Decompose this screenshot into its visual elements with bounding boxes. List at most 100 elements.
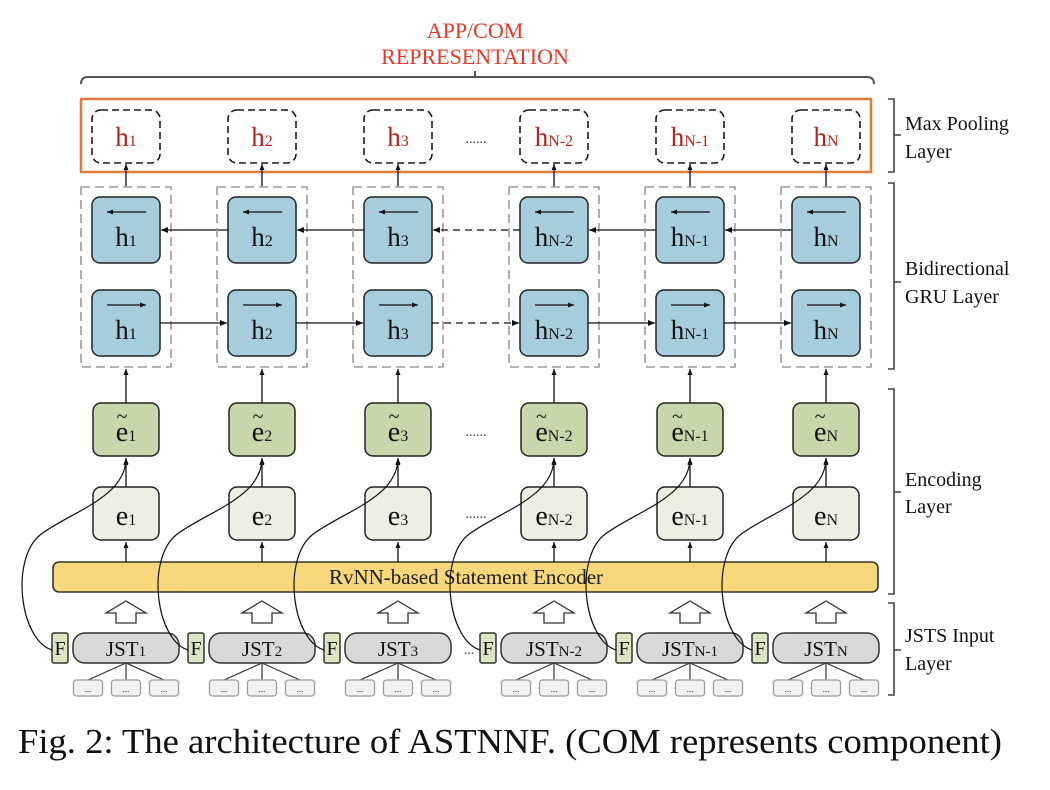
statement-encoding-box [228, 486, 296, 541]
subtree-node-box [208, 679, 240, 697]
forward-hidden-label: h3 [387, 315, 409, 345]
subtree-edge [651, 662, 691, 681]
statement-encoding-box [364, 486, 432, 541]
input-ellipsis: ... [464, 643, 475, 658]
subtree-node-box [576, 679, 608, 697]
subtree-node-box [382, 679, 414, 697]
subtree-edge [223, 662, 263, 681]
subtree-node-label: ... [589, 684, 596, 694]
fused-encoding-label: e1 [116, 417, 136, 448]
backward-hidden-label: h1 [115, 222, 137, 252]
feature-skip-curve [585, 458, 693, 651]
subtree-node-box [420, 679, 452, 697]
feature-box [751, 632, 769, 664]
layer-label-bigru-line2: GRU Layer [905, 286, 999, 308]
fused-encoding-label: e2 [252, 417, 272, 448]
tilde-mark-icon: ~ [536, 406, 547, 428]
subtree-node-box [538, 679, 570, 697]
pooled-state-label: h2 [251, 122, 273, 152]
subtree-edge [125, 662, 165, 681]
feature-skip-curve [157, 458, 265, 651]
subtree-node-label: ... [551, 684, 558, 694]
input-up-arrow-icon [803, 600, 849, 624]
statement-encoding-label: e2 [252, 501, 272, 532]
feature-label: F [618, 638, 629, 660]
subtree-edge [261, 662, 301, 681]
input-up-arrow-icon [375, 600, 421, 624]
subtree-node-box [72, 679, 104, 697]
pooled-state-label: h3 [387, 122, 409, 152]
fused-encoding-box [792, 402, 860, 457]
bigru-column-frame [352, 186, 444, 368]
pooled-state-label: hN-2 [535, 122, 573, 152]
subtree-node-label: ... [85, 684, 92, 694]
subtree-node-label: ... [297, 684, 304, 694]
forward-hidden-label: hN-1 [671, 315, 709, 345]
statement-tree-label: JSTN-2 [526, 637, 582, 661]
subtree-node-label: ... [687, 684, 694, 694]
statement-tree-label: JSTN-1 [662, 637, 718, 661]
subtree-edge [689, 662, 729, 681]
statement-encoding-box [792, 486, 860, 541]
backward-hidden-label: h3 [387, 222, 409, 252]
subtree-node-box [712, 679, 744, 697]
input-up-arrow-icon [531, 600, 577, 624]
subtree-node-box [344, 679, 376, 697]
layer-label-bigru-line1: Bidirectional [905, 258, 1010, 280]
bigru-column-frame [780, 186, 872, 368]
forward-hidden-label: hN [813, 315, 839, 345]
forward-hidden-label: h1 [115, 315, 137, 345]
fused-encoding-label: eN [814, 417, 838, 448]
subtree-node-label: ... [861, 684, 868, 694]
pooled-state-box [791, 109, 861, 164]
statement-encoding-box [520, 486, 588, 541]
feature-label: F [54, 638, 65, 660]
tilde-mark-icon: ~ [117, 406, 128, 428]
pooled-state-box [227, 109, 297, 164]
subtree-node-label: ... [161, 684, 168, 694]
encoded-tilde-ellipsis: ...... [466, 425, 487, 440]
fused-encoding-box [656, 402, 724, 457]
subtree-node-label: ... [823, 684, 830, 694]
feature-box [479, 632, 497, 664]
statement-tree-label: JST3 [378, 637, 418, 661]
pooled-state-box [363, 109, 433, 164]
statement-encoding-box [656, 486, 724, 541]
feature-box [51, 632, 69, 664]
subtree-node-label: ... [221, 684, 228, 694]
fused-encoding-label: eN-1 [671, 417, 708, 448]
bigru-column-frame [644, 186, 736, 368]
fused-encoding-box [520, 402, 588, 457]
feature-label: F [482, 638, 493, 660]
feature-box [615, 632, 633, 664]
max-pooling-frame [79, 97, 873, 174]
title-line-1: APP/COM [427, 18, 524, 43]
encoded-ellipsis: ...... [466, 507, 487, 522]
tilde-mark-icon: ~ [389, 406, 400, 428]
backward-hidden-label: hN-2 [535, 222, 573, 252]
statement-encoding-label: e3 [388, 501, 408, 532]
subtree-node-label: ... [649, 684, 656, 694]
feature-skip-curve [293, 458, 401, 651]
statement-tree-label: JST1 [106, 637, 146, 661]
statement-tree-label: JST2 [242, 637, 282, 661]
forward-hidden-label: hN-2 [535, 315, 573, 345]
subtree-node-box [848, 679, 880, 697]
layer-label-encoding-line2: Layer [905, 496, 952, 518]
pooled-state-label: hN [813, 122, 839, 152]
feature-label: F [754, 638, 765, 660]
fused-encoding-label: e3 [388, 417, 408, 448]
layer-label-max-pooling-line1: Max Pooling [905, 113, 1009, 135]
pooling-ellipsis: ...... [466, 132, 487, 147]
backward-hidden-label: h2 [251, 222, 273, 252]
subtree-node-label: ... [785, 684, 792, 694]
pooled-state-box [519, 109, 589, 164]
layer-label-max-pooling-line2: Layer [905, 141, 952, 163]
fused-encoding-label: eN-2 [535, 417, 572, 448]
tilde-mark-icon: ~ [815, 406, 826, 428]
subtree-node-box [284, 679, 316, 697]
